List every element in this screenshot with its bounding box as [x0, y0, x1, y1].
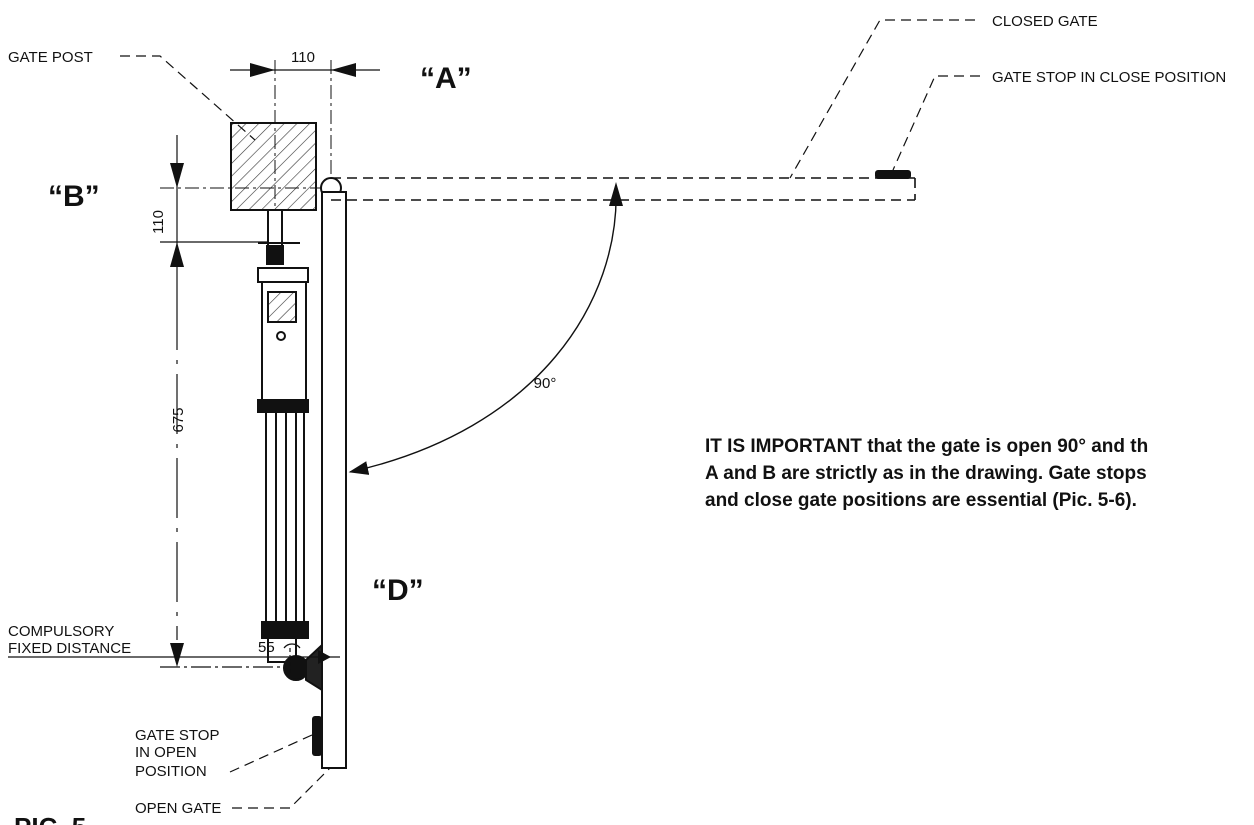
dimension-arm-value: 675 — [170, 407, 187, 432]
compulsory-label-2: FIXED DISTANCE — [8, 640, 131, 657]
note-line-2: A and B are strictly as in the drawing. … — [705, 463, 1147, 484]
gate-post — [230, 122, 317, 211]
picture-caption: PIC. 5 — [14, 812, 86, 825]
note-bold: IT IS IMPORTANT — [705, 436, 862, 457]
angle-arc: 90° — [348, 182, 623, 475]
open-gate-leaf — [321, 191, 347, 769]
dimension-a-value: 110 — [291, 49, 315, 66]
note-line-3: and close gate positions are essential (… — [705, 490, 1137, 511]
gate-post-label: GATE POST — [8, 49, 93, 66]
gate-stop-open-label-1: GATE STOP — [135, 727, 219, 744]
gate-stop-close — [875, 170, 911, 179]
note-line-1: IT IS IMPORTANT that the gate is open 90… — [705, 436, 1148, 457]
actuator — [257, 209, 323, 692]
note-rest: that the gate is open 90° and th — [862, 436, 1148, 457]
gate-stop-open-label-2: IN OPEN — [135, 744, 197, 761]
open-gate-label: OPEN GATE — [135, 800, 221, 817]
dimension-fixed-distance: 55 — [8, 639, 340, 675]
angle-value: 90° — [534, 375, 557, 392]
closed-gate-leaf — [331, 177, 916, 201]
gate-stop-close-label: GATE STOP IN CLOSE POSITION — [992, 69, 1226, 86]
dimension-b-value: 110 — [150, 210, 167, 234]
gate-stop-open-label-3: POSITION — [135, 763, 207, 780]
gate-stop-open — [312, 716, 322, 756]
dimension-b: 110 — [150, 135, 275, 290]
point-d-label: “D” — [372, 574, 424, 607]
dimension-arm: 675 — [160, 290, 285, 668]
dimension-a: 110 — [230, 49, 380, 77]
dimension-fixed-distance-value: 55 — [258, 639, 275, 656]
point-b-label: “B” — [48, 180, 100, 213]
closed-gate-label: CLOSED GATE — [992, 13, 1098, 30]
leader-lines — [120, 19, 980, 809]
compulsory-label-1: COMPULSORY — [8, 623, 114, 640]
point-a-label: “A” — [420, 62, 472, 95]
